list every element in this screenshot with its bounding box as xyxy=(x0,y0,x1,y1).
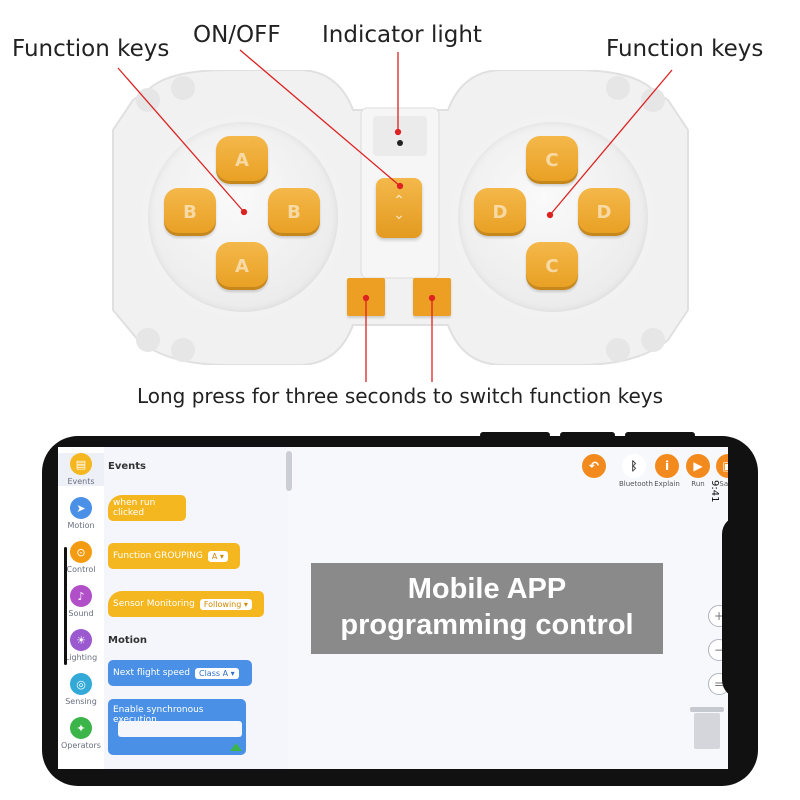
callout-on-off: ON/OFF xyxy=(193,22,281,48)
callout-function-keys-right: Function keys xyxy=(606,36,764,62)
category-label: Lighting xyxy=(64,653,98,662)
sensing-icon: ◎ xyxy=(70,673,92,695)
category-operators[interactable]: ✦ Operators xyxy=(58,717,104,750)
chevron-up-icon: ⌃ xyxy=(393,193,405,209)
info-icon: i xyxy=(655,454,679,478)
motion-icon: ➤ xyxy=(70,497,92,519)
save-icon: ▣ xyxy=(716,454,728,478)
speed-dropdown[interactable]: Class A ▾ xyxy=(195,667,239,679)
block-when-run-clicked[interactable]: when run clicked xyxy=(108,495,186,521)
events-icon: ▤ xyxy=(70,453,92,475)
phone-side-button xyxy=(480,432,550,438)
sound-icon: ♪ xyxy=(70,585,92,607)
callout-function-keys-left: Function keys xyxy=(12,36,170,62)
block-label: Enable synchronous execution xyxy=(113,705,204,725)
category-label: Control xyxy=(66,565,96,574)
phone-left-edge-scrollbar[interactable] xyxy=(64,547,67,665)
trash-icon[interactable] xyxy=(690,707,724,749)
save-button[interactable]: ▣ Save xyxy=(713,454,728,488)
phone-volume-up xyxy=(560,432,615,438)
back-button[interactable]: ↶ xyxy=(579,454,609,480)
category-label: Sound xyxy=(68,609,94,618)
category-motion[interactable]: ➤ Motion xyxy=(58,497,104,530)
overlay-banner: Mobile APP programming control xyxy=(311,563,663,654)
block-label: Function GROUPING xyxy=(113,551,203,561)
control-icon: ⊙ xyxy=(70,541,92,563)
category-label: Events xyxy=(67,477,95,486)
block-label: Sensor Monitoring xyxy=(113,599,195,609)
toolbar-label: Explain xyxy=(654,480,680,488)
palette-splitter[interactable] xyxy=(286,451,292,491)
wifi-icon: ◗ xyxy=(730,718,735,728)
dropdown-value: Class A xyxy=(199,668,229,678)
overlay-line-2: programming control xyxy=(340,609,634,641)
toolbar-label: Run xyxy=(691,480,705,488)
category-label: Operators xyxy=(61,741,101,750)
dropdown-value: Following xyxy=(203,599,242,609)
lighting-icon: ☀ xyxy=(70,629,92,651)
phone-notch xyxy=(722,516,756,698)
chevron-down-icon: ⌄ xyxy=(393,207,405,223)
block-function-grouping[interactable]: Function GROUPING A ▾ xyxy=(108,543,240,569)
block-palette: Events when run clicked Function GROUPIN… xyxy=(104,447,288,769)
category-events[interactable]: ▤ Events xyxy=(58,453,104,486)
phone-volume-down xyxy=(625,432,695,438)
left-key-right[interactable]: B xyxy=(268,188,320,236)
left-key-bottom[interactable]: A xyxy=(216,242,268,290)
right-key-left[interactable]: D xyxy=(474,188,526,236)
indicator-light xyxy=(397,140,403,146)
status-time: 9:41 xyxy=(709,480,720,503)
bluetooth-icon: ᛒ xyxy=(622,454,646,478)
switch-key-right[interactable] xyxy=(413,278,451,316)
equals-icon: = xyxy=(713,677,725,691)
right-key-top[interactable]: C xyxy=(526,136,578,184)
block-slot xyxy=(118,721,242,737)
category-lighting[interactable]: ☀ Lighting xyxy=(58,629,104,662)
run-button[interactable]: ▶ Run xyxy=(683,454,713,488)
grouping-dropdown[interactable]: A ▾ xyxy=(207,550,228,562)
section-title-motion: Motion xyxy=(108,635,148,646)
play-icon: ▶ xyxy=(686,454,710,478)
block-label: Next flight speed xyxy=(113,668,190,678)
block-next-flight-speed[interactable]: Next flight speed Class A ▾ xyxy=(108,660,252,686)
category-control[interactable]: ⊙ Control xyxy=(58,541,104,574)
section-title-events: Events xyxy=(108,461,146,472)
caption-long-press: Long press for three seconds to switch f… xyxy=(136,384,664,408)
toolbar-label: Save xyxy=(719,480,728,488)
left-key-top[interactable]: A xyxy=(216,136,268,184)
category-sensing[interactable]: ◎ Sensing xyxy=(58,673,104,706)
app-screen: ▤ Events ➤ Motion ⊙ Control ♪ Sound ☀ Li… xyxy=(58,447,728,769)
undo-icon: ↶ xyxy=(582,454,606,478)
signal-icon: ıl xyxy=(730,702,736,712)
explain-button[interactable]: i Explain xyxy=(652,454,682,488)
on-off-switch[interactable]: ⌃ ⌄ xyxy=(376,178,422,238)
right-key-bottom[interactable]: C xyxy=(526,242,578,290)
dropdown-value: A xyxy=(211,551,218,561)
minus-icon: − xyxy=(713,643,725,657)
category-label: Motion xyxy=(67,521,95,530)
bluetooth-button[interactable]: ᛒ Bluetooth xyxy=(619,454,653,488)
switch-key-left[interactable] xyxy=(347,278,385,316)
overlay-line-1: Mobile APP xyxy=(407,573,567,605)
battery-icon xyxy=(729,737,735,749)
category-label: Sensing xyxy=(65,697,97,706)
plus-icon: + xyxy=(713,609,725,623)
operators-icon: ✦ xyxy=(70,717,92,739)
block-label: when run clicked xyxy=(113,498,156,518)
sensor-dropdown[interactable]: Following ▾ xyxy=(199,598,252,610)
toolbar-label: Bluetooth xyxy=(619,480,653,488)
category-sidebar: ▤ Events ➤ Motion ⊙ Control ♪ Sound ☀ Li… xyxy=(58,447,105,769)
left-key-left[interactable]: B xyxy=(164,188,216,236)
arrow-up-icon xyxy=(230,743,242,751)
callout-indicator-light: Indicator light xyxy=(322,22,482,48)
category-sound[interactable]: ♪ Sound xyxy=(58,585,104,618)
right-key-right[interactable]: D xyxy=(578,188,630,236)
block-sensor-monitoring[interactable]: Sensor Monitoring Following ▾ xyxy=(108,591,264,617)
